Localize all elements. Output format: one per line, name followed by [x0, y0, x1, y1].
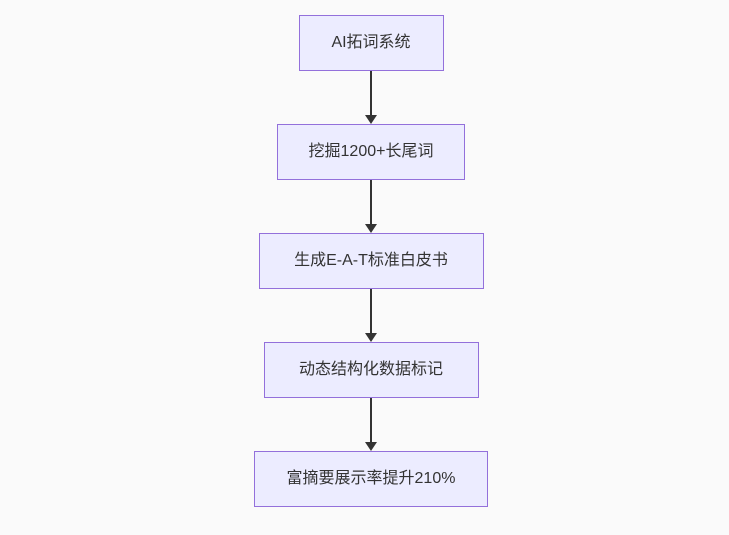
- arrowhead-down-icon: [365, 115, 377, 124]
- arrow-shaft: [370, 398, 372, 443]
- flow-node-label: AI拓词系统: [331, 34, 411, 51]
- arrowhead-down-icon: [365, 442, 377, 451]
- arrowhead-down-icon: [365, 224, 377, 233]
- flow-arrow-n2-n3: [365, 180, 377, 233]
- arrow-shaft: [370, 289, 372, 334]
- arrowhead-down-icon: [365, 333, 377, 342]
- flow-arrow-n1-n2: [365, 71, 377, 124]
- flow-node-n4: 动态结构化数据标记: [263, 342, 479, 398]
- flow-node-n5: 富摘要展示率提升210%: [254, 451, 488, 507]
- flow-node-label: 富摘要展示率提升210%: [286, 470, 456, 487]
- flow-node-n1: AI拓词系统: [298, 15, 444, 71]
- flow-node-label: 动态结构化数据标记: [298, 361, 443, 378]
- flow-arrow-n3-n4: [365, 289, 377, 342]
- arrow-shaft: [370, 180, 372, 225]
- arrow-shaft: [370, 71, 372, 116]
- flow-arrow-n4-n5: [365, 398, 377, 451]
- flow-node-n2: 挖掘1200+长尾词: [277, 124, 465, 180]
- flow-node-label: 挖掘1200+长尾词: [308, 143, 434, 160]
- flow-node-n3: 生成E-A-T标准白皮书: [258, 233, 484, 289]
- flow-node-label: 生成E-A-T标准白皮书: [294, 252, 448, 269]
